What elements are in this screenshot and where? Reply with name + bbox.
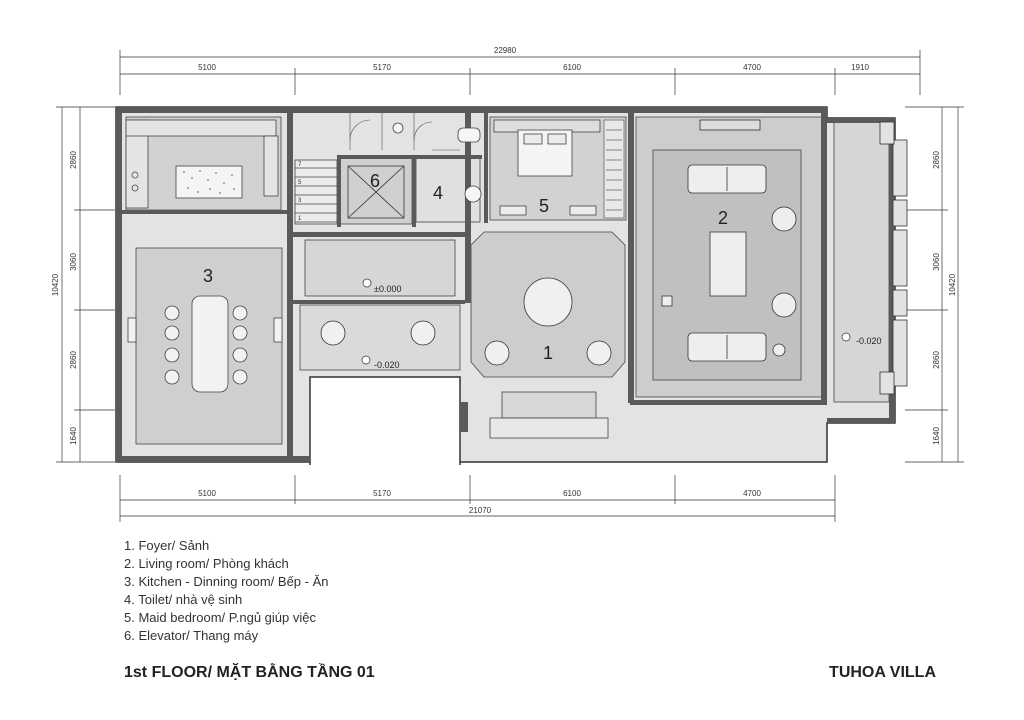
foyer-round-table xyxy=(523,277,573,327)
kitchen-island-pattern xyxy=(183,170,235,194)
dim-left-2: 3060 xyxy=(69,253,78,271)
dining-table xyxy=(191,295,229,393)
room-number-5: 5 xyxy=(539,196,549,216)
level-corridor: -0.020 xyxy=(374,360,400,370)
room-number-1: 1 xyxy=(543,343,553,363)
level-markers xyxy=(361,278,851,365)
dim-top-2: 5170 xyxy=(373,63,391,72)
room-number-3: 3 xyxy=(203,266,213,286)
dining-set xyxy=(127,295,283,393)
dim-bottom-total: 21070 xyxy=(469,506,492,515)
floor-title: 1st FLOOR/ MẶT BẰNG TẦNG 01 xyxy=(124,664,375,681)
room-number-4: 4 xyxy=(433,183,443,203)
room-legend: 1. Foyer/ Sảnh 2. Living room/ Phòng khá… xyxy=(124,537,329,645)
left-dimensions xyxy=(56,106,115,463)
level-hall: ±0.000 xyxy=(374,284,401,294)
floor-steps xyxy=(489,417,609,439)
dim-top-3: 6100 xyxy=(563,63,581,72)
corridor-chairs xyxy=(320,320,436,346)
level-terrace: -0.020 xyxy=(856,336,882,346)
dim-bottom-1: 5100 xyxy=(198,489,216,498)
stair-step-5: 5 xyxy=(298,180,302,186)
toilet-fixtures xyxy=(392,122,482,203)
floor-plan: 22980 5100 5170 6100 4700 1910 5100 5170… xyxy=(51,46,964,522)
dim-right-4: 1640 xyxy=(932,427,941,445)
legend-item: 6. Elevator/ Thang máy xyxy=(124,628,259,643)
coffee-table xyxy=(709,231,747,297)
toilet-basin xyxy=(464,185,482,203)
walls xyxy=(116,107,895,462)
floor-porch xyxy=(501,391,597,419)
dim-right-1: 2860 xyxy=(932,151,941,169)
elevator-car xyxy=(347,165,405,219)
dim-bottom-3: 6100 xyxy=(563,489,581,498)
project-title: TUHOA VILLA xyxy=(829,664,936,681)
dim-top-1: 5100 xyxy=(198,63,216,72)
maid-bedroom-furniture xyxy=(493,119,601,216)
legend-item: 3. Kitchen - Dinning room/ Bếp - Ăn xyxy=(124,574,329,589)
dim-top-total: 22980 xyxy=(494,46,517,55)
legend-item: 4. Toilet/ nhà vệ sinh xyxy=(124,592,243,607)
dim-right-total: 10420 xyxy=(948,273,957,296)
dim-left-4: 1640 xyxy=(69,427,78,445)
floor-elevator xyxy=(339,157,413,225)
dim-bottom-2: 5170 xyxy=(373,489,391,498)
dim-left-1: 2860 xyxy=(69,151,78,169)
legend-item: 2. Living room/ Phòng khách xyxy=(124,556,289,571)
dim-left-3: 2860 xyxy=(69,351,78,369)
stair-step-7: 7 xyxy=(298,162,302,168)
terrace-windows xyxy=(879,121,908,395)
living-furniture xyxy=(661,119,797,362)
top-dimensions xyxy=(119,50,921,95)
kitchen-fixtures xyxy=(125,119,279,209)
floor-stair xyxy=(294,159,338,225)
floor-terrace xyxy=(833,119,890,403)
stair-step-3: 3 xyxy=(298,198,302,204)
dim-top-4: 4700 xyxy=(743,63,761,72)
stair xyxy=(295,167,337,223)
right-dimensions xyxy=(905,106,964,463)
legend-item: 1. Foyer/ Sảnh xyxy=(124,538,210,553)
room-floors xyxy=(125,116,890,445)
stair-step-1: 1 xyxy=(298,216,302,222)
dim-right-3: 2860 xyxy=(932,351,941,369)
maid-wardrobe xyxy=(603,119,625,219)
dim-top-5: 1910 xyxy=(851,63,869,72)
kitchen-island xyxy=(175,165,243,199)
foyer-furniture xyxy=(484,277,612,366)
room-number-2: 2 xyxy=(718,208,728,228)
upper-service-lines xyxy=(349,113,460,151)
dim-right-2: 3060 xyxy=(932,253,941,271)
legend-item: 5. Maid bedroom/ P.ngủ giúp việc xyxy=(124,610,316,625)
room-number-6: 6 xyxy=(370,171,380,191)
floor-hall xyxy=(304,239,456,297)
dim-left-total: 10420 xyxy=(51,273,60,296)
bottom-dimensions xyxy=(119,475,836,522)
dim-bottom-4: 4700 xyxy=(743,489,761,498)
